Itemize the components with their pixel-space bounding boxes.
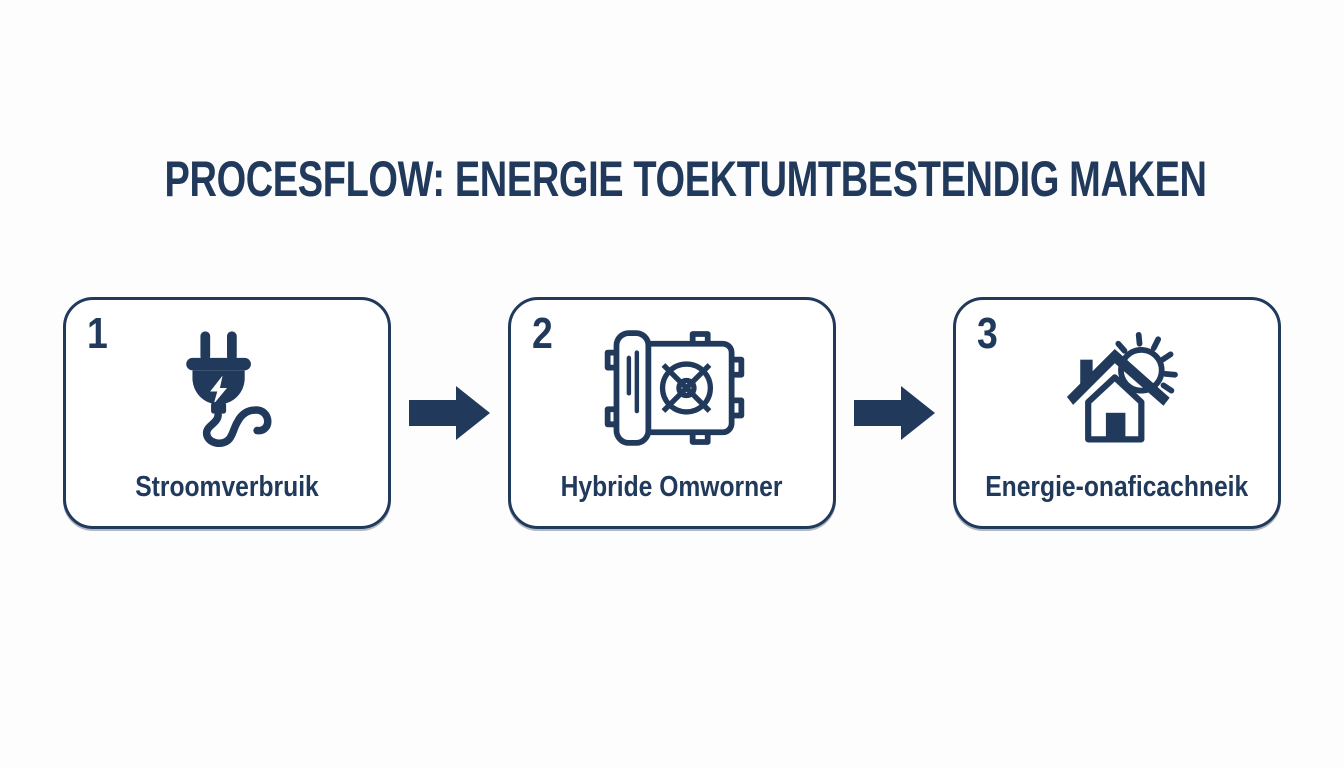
step-label: Energie-onaficachneik (985, 471, 1249, 503)
power-plug-icon (66, 326, 388, 450)
step-number: 1 (87, 309, 108, 358)
step-card-hybride-omworner: 2 (508, 297, 836, 529)
step-number: 2 (532, 309, 553, 358)
house-sun-icon (956, 326, 1278, 450)
hybrid-inverter-icon (511, 326, 833, 450)
step-label: Stroomverbruik (135, 471, 319, 503)
page-title: PROCESFLOW: ENERGIE TOEKTUMTBESTENDIG MA… (164, 151, 1207, 207)
step-number: 3 (977, 309, 998, 358)
flow-arrow-icon (836, 297, 953, 529)
step-label: Hybride Omworner (561, 471, 783, 503)
step-card-stroomverbruik: 1 Stroomverbruik (63, 297, 391, 529)
step-card-energie-onafhankelijk: 3 (953, 297, 1281, 529)
flow-arrow-icon (391, 297, 508, 529)
title-bar: PROCESFLOW: ENERGIE TOEKTUMTBESTENDIG MA… (0, 150, 1344, 208)
flow-row: 1 Stroomverbruik (0, 297, 1344, 529)
